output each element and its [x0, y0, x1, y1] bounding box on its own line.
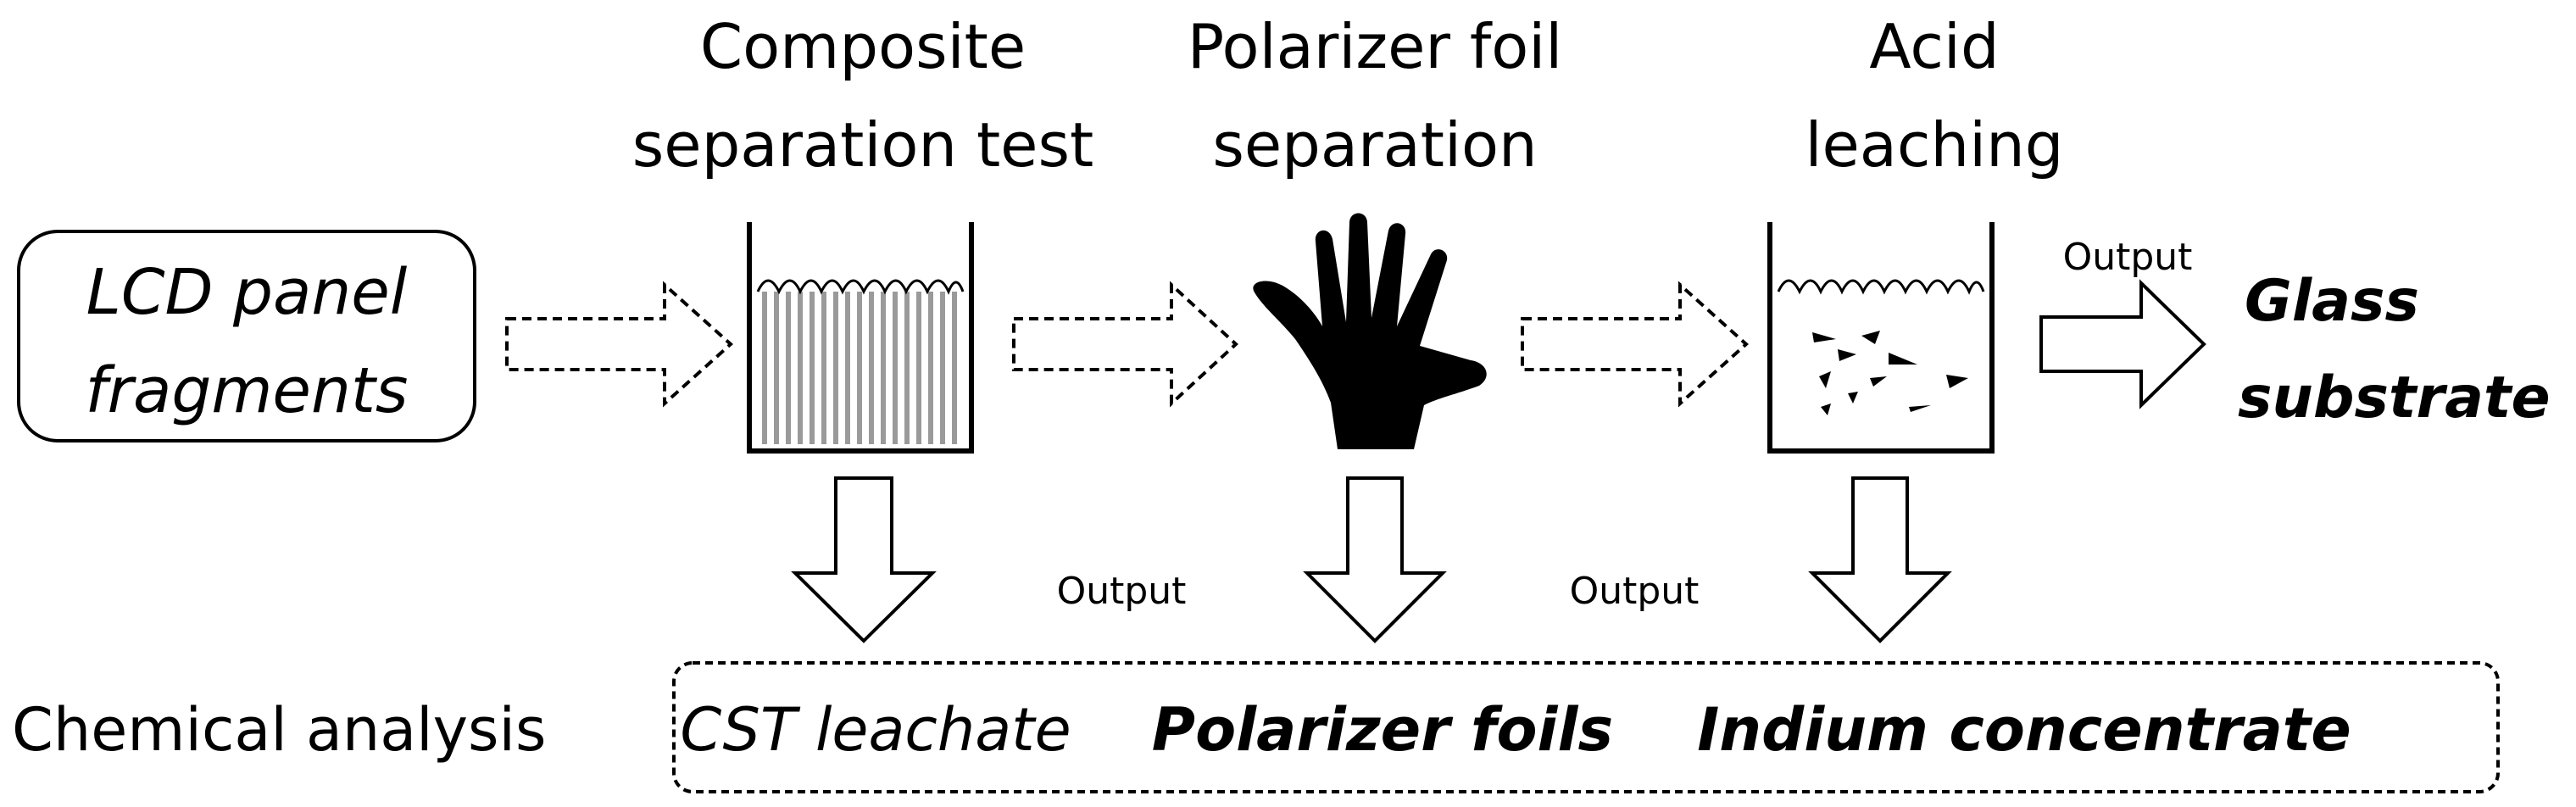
down-arrow-1 — [791, 476, 937, 643]
step2-title-line1: Polarizer foil — [1188, 11, 1563, 82]
down-arrow-2 — [1303, 476, 1447, 643]
input-box-line1: LCD panel — [86, 256, 408, 329]
dashed-arrow-1 — [505, 281, 733, 408]
hand-icon — [1253, 213, 1487, 449]
product-line1: Glass — [2245, 268, 2419, 335]
result-cst-leachate: CST leachate — [680, 695, 1071, 765]
beaker-composite-separation — [747, 222, 974, 454]
step1-title-line2: separation test — [632, 109, 1093, 181]
product-line2: substrate — [2238, 365, 2551, 431]
chemical-analysis-label: Chemical analysis — [12, 695, 546, 765]
result-polarizer-foils: Polarizer foils — [1152, 695, 1613, 765]
step3-title: Acid leaching — [1805, 11, 2064, 181]
result-indium-concentrate: Indium concentrate — [1697, 695, 2351, 765]
input-box-line2: fragments — [86, 354, 409, 427]
analysis-results-box: CST leachate Polarizer foils Indium conc… — [672, 661, 2500, 793]
beaker-acid-leaching — [1767, 222, 1995, 454]
step1-title: Composite separation test — [632, 11, 1093, 181]
glass-fragments — [1812, 331, 1968, 415]
dashed-arrow-2 — [1012, 281, 1238, 408]
step2-title-line2: separation — [1212, 109, 1537, 181]
output-arrow-right — [2039, 279, 2206, 409]
step2-title: Polarizer foil separation — [1188, 11, 1563, 181]
output-label-bottom-right: Output — [1570, 570, 1700, 613]
down-arrow-3 — [1808, 476, 1952, 643]
output-label-top: Output — [2063, 236, 2193, 279]
output-label-bottom-left: Output — [1057, 570, 1187, 613]
step1-title-line1: Composite — [700, 11, 1026, 82]
step3-title-line2: leaching — [1805, 109, 2064, 181]
input-box: LCD panel fragments — [17, 230, 476, 442]
step3-title-line1: Acid — [1869, 11, 1999, 82]
dashed-arrow-3 — [1521, 281, 1749, 408]
